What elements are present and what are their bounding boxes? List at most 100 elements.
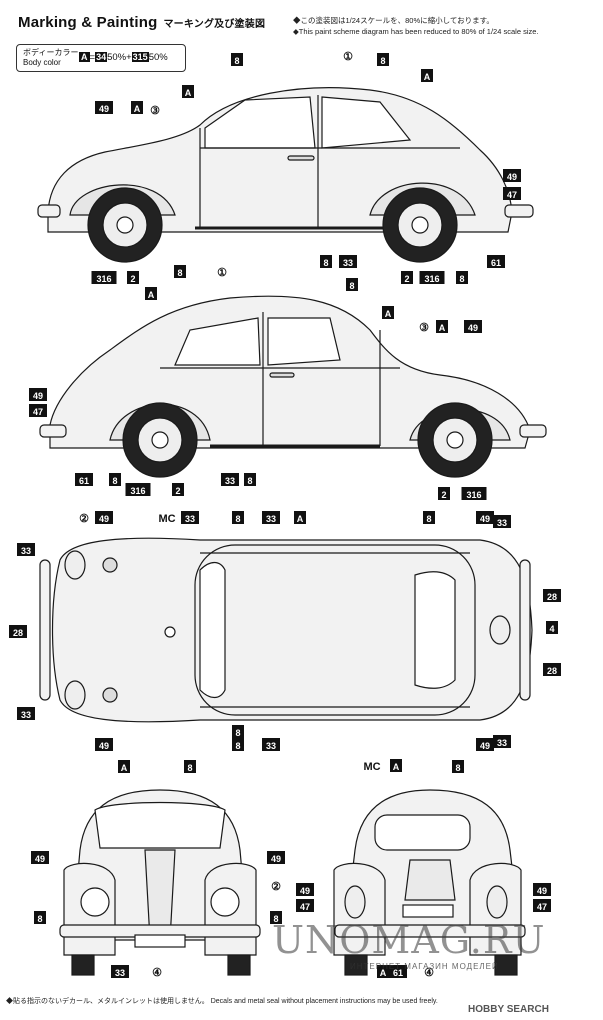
callout-front-1: 8 — [184, 760, 196, 773]
callout-side1-11: 2 — [127, 271, 139, 284]
title-jp: マーキング及び塗装図 — [163, 19, 266, 30]
callout-text: 316 — [424, 274, 439, 284]
callout-top-0: ② — [79, 513, 89, 525]
callout-badge-bg — [377, 965, 389, 978]
callout-text: 316 — [130, 486, 145, 496]
callout-text: 33 — [225, 476, 235, 486]
callout-side1-3: A — [421, 69, 433, 82]
callout-text: 33 — [497, 738, 507, 748]
callout-rear-4: 47 — [296, 899, 314, 912]
callout-badge-bg — [390, 759, 402, 772]
callout-front-4: ② — [271, 881, 281, 893]
callout-side2-8: 49 — [29, 388, 47, 401]
callout-badge-bg — [543, 663, 561, 676]
callout-side2-13: 2 — [172, 483, 184, 496]
callout-text: 49 — [99, 741, 109, 751]
callout-text: 2 — [175, 486, 180, 496]
front-view — [59, 789, 261, 976]
body-color-legend: ボディーカラー Body color A=3450%+31550% — [16, 44, 186, 72]
callout-side1-13: 33 — [339, 255, 357, 268]
top-view — [39, 537, 533, 723]
callout-badge-bg — [377, 53, 389, 66]
callout-text: 33 — [115, 968, 125, 978]
callout-side1-15: 316 — [419, 271, 445, 284]
callout-badge-bg — [17, 543, 35, 556]
callout-side1-6: A — [131, 101, 143, 114]
callout-side2-0: 8 — [174, 265, 186, 278]
callout-badge-bg — [503, 169, 521, 182]
callout-badge-bg — [9, 625, 27, 638]
equals-sign: = — [89, 52, 96, 63]
callout-text: A — [424, 72, 431, 82]
callout-badge-bg — [339, 255, 357, 268]
callout-badge-bg — [232, 511, 244, 524]
callout-text: 8 — [380, 56, 385, 66]
callout-badge-bg — [423, 511, 435, 524]
callout-badge-bg — [543, 589, 561, 602]
callout-text: ④ — [152, 967, 162, 979]
callout-text: ② — [271, 881, 281, 893]
scale-notes: ◆この塗装図は1/24スケールを、80%に縮小しております。 ◆This pai… — [293, 15, 539, 37]
body-color-label-jp: ボディーカラー — [23, 48, 79, 57]
callout-text: 33 — [21, 546, 31, 556]
callout-text: 33 — [266, 741, 276, 751]
callout-badge-bg — [29, 388, 47, 401]
callout-text: A — [148, 290, 155, 300]
callout-badge-bg — [493, 735, 511, 748]
callout-badge-bg — [111, 965, 129, 978]
callout-side2-4: A — [382, 306, 394, 319]
callout-top-5: 33 — [262, 511, 280, 524]
callout-text: 61 — [79, 476, 89, 486]
callout-text: 61 — [491, 258, 501, 268]
callout-top-16: 49 — [95, 738, 113, 751]
callout-text: 47 — [537, 902, 547, 912]
callout-badge-bg — [232, 738, 244, 751]
callout-front-8: ④ — [152, 967, 162, 979]
callout-text: 49 — [99, 104, 109, 114]
callout-badge-bg — [421, 69, 433, 82]
callout-badge-bg — [184, 760, 196, 773]
callout-text: 8 — [37, 914, 42, 924]
callout-badge-bg — [145, 287, 157, 300]
callout-front-6: 8 — [270, 911, 282, 924]
callout-badge-bg — [419, 271, 445, 284]
callout-text: MC — [363, 761, 380, 773]
callout-badge-bg — [270, 911, 282, 924]
callout-text: 28 — [547, 666, 557, 676]
callout-text: 49 — [507, 172, 517, 182]
rear-view — [333, 789, 526, 976]
callout-text: 49 — [480, 514, 490, 524]
callout-top-14: 28 — [543, 663, 561, 676]
callout-top-18: 8 — [232, 738, 244, 751]
callout-text: 47 — [507, 190, 517, 200]
callout-text: ② — [79, 513, 89, 525]
callout-text: ④ — [424, 967, 434, 979]
callout-side2-7: 49 — [464, 320, 482, 333]
callout-side2-5: ③ — [419, 322, 429, 334]
callout-front-2: 49 — [31, 851, 49, 864]
color-code-2: 315 — [131, 52, 149, 62]
callout-top-12: 28 — [543, 589, 561, 602]
callout-side1-2: 8 — [377, 53, 389, 66]
callout-text: A — [380, 968, 387, 978]
callout-text: 316 — [96, 274, 111, 284]
callout-text: 33 — [343, 258, 353, 268]
callout-text: 2 — [130, 274, 135, 284]
callout-side2-1: ① — [217, 267, 227, 279]
callout-badge-bg — [95, 101, 113, 114]
callout-front-3: 49 — [267, 851, 285, 864]
callout-top-11: 28 — [9, 625, 27, 638]
callout-badge-bg — [493, 515, 511, 528]
callout-badge-bg — [487, 255, 505, 268]
callout-text: 33 — [21, 710, 31, 720]
callout-badge-bg — [452, 760, 464, 773]
callout-text: 8 — [273, 914, 278, 924]
callout-top-19: 33 — [262, 738, 280, 751]
callout-text: 8 — [234, 56, 239, 66]
callout-badge-bg — [118, 760, 130, 773]
callout-badge-bg — [34, 911, 46, 924]
callout-top-4: 8 — [232, 511, 244, 524]
callout-text: 49 — [99, 514, 109, 524]
callout-text: 8 — [247, 476, 252, 486]
callout-side2-6: A — [436, 320, 448, 333]
